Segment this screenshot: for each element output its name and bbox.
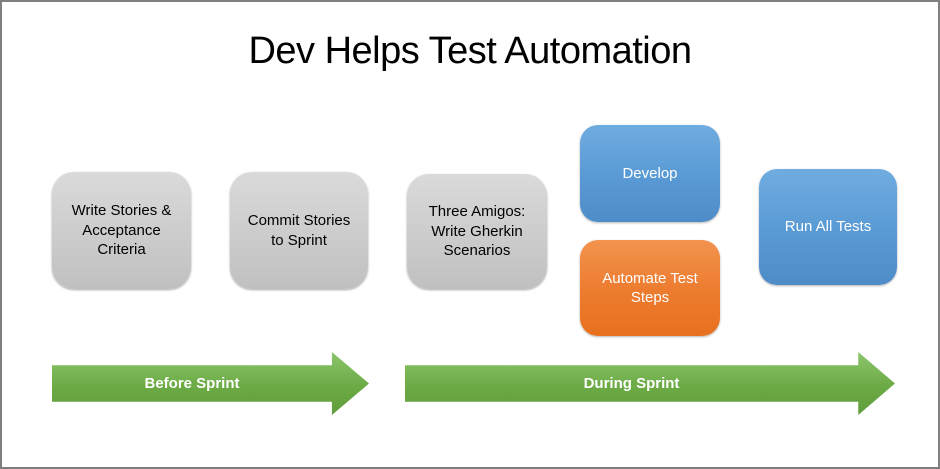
box-commit-stories: Commit Stories to Sprint [230,172,368,289]
box-commit-stories-label: Commit Stories to Sprint [247,212,351,249]
arrow-during-sprint-label: During Sprint [583,375,680,392]
arrow-before-sprint: Before Sprint [52,352,369,415]
box-develop: Develop [580,125,720,222]
box-automate-test-steps: Automate Test Steps [580,240,720,336]
box-write-stories-label: Write Stories & Acceptance Criteria [71,202,172,259]
box-run-all-tests: Run All Tests [759,169,897,285]
arrow-during-sprint: During Sprint [405,352,895,415]
box-run-all-tests-label: Run All Tests [784,218,872,236]
box-write-stories: Write Stories & Acceptance Criteria [52,172,191,289]
box-automate-test-steps-label: Automate Test Steps [602,269,698,307]
arrow-before-sprint-label: Before Sprint [144,375,240,392]
box-develop-label: Develop [622,164,678,182]
box-three-amigos-label: Three Amigos: Write Gherkin Scenarios [428,203,526,260]
slide-title: Dev Helps Test Automation [248,30,692,72]
box-three-amigos: Three Amigos: Write Gherkin Scenarios [407,174,547,289]
